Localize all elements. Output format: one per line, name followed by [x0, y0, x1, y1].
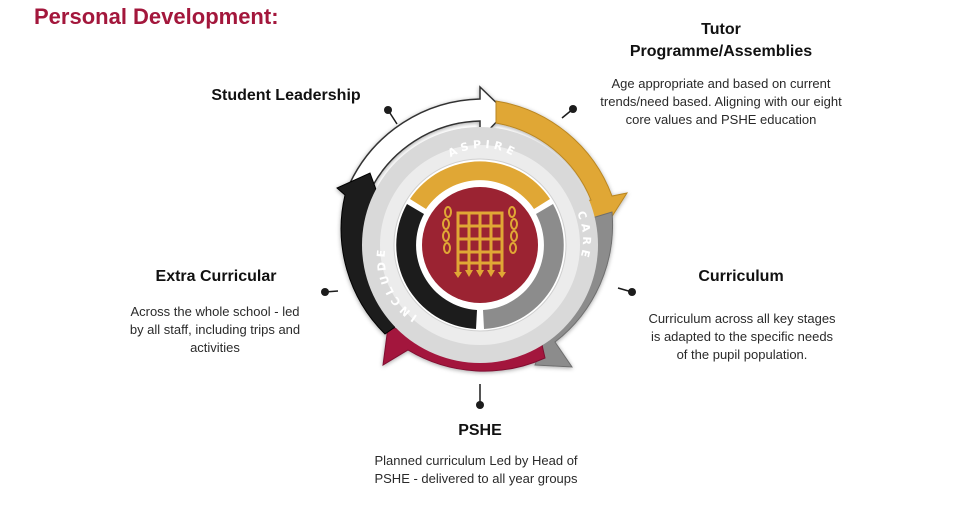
ring-segment-aspire — [410, 161, 550, 209]
pshe-description: Planned curriculum Led by Head of PSHE -… — [374, 453, 578, 486]
curriculum-description: Curriculum across all key stages is adap… — [648, 311, 836, 362]
portcullis-spikes — [454, 270, 506, 278]
extra-description: Across the whole school - led by all sta… — [129, 304, 301, 355]
tutor-description: Age appropriate and based on current tre… — [600, 76, 842, 127]
curriculum-heading: Curriculum — [698, 268, 784, 285]
emblem — [418, 183, 542, 307]
dot-pshe — [476, 401, 484, 409]
leadership-heading: Student Leadership — [211, 87, 361, 104]
arrow-leadership — [349, 85, 508, 195]
dot-tutor — [569, 105, 577, 113]
tutor-heading: Tutor Programme/Assemblies — [629, 21, 813, 60]
ring-segment-include — [396, 204, 477, 329]
pshe-heading: PSHE — [458, 422, 502, 439]
dot-leadership — [384, 106, 392, 114]
dot-curriculum — [628, 288, 636, 296]
dot-extra — [321, 288, 329, 296]
ring-segment-care — [483, 204, 564, 329]
extra-heading: Extra Curricular — [155, 268, 277, 285]
page-title: Personal Development: — [34, 4, 279, 29]
connector-dots — [321, 105, 636, 409]
portcullis-icon — [442, 206, 518, 272]
arrow-tutor — [495, 100, 629, 230]
